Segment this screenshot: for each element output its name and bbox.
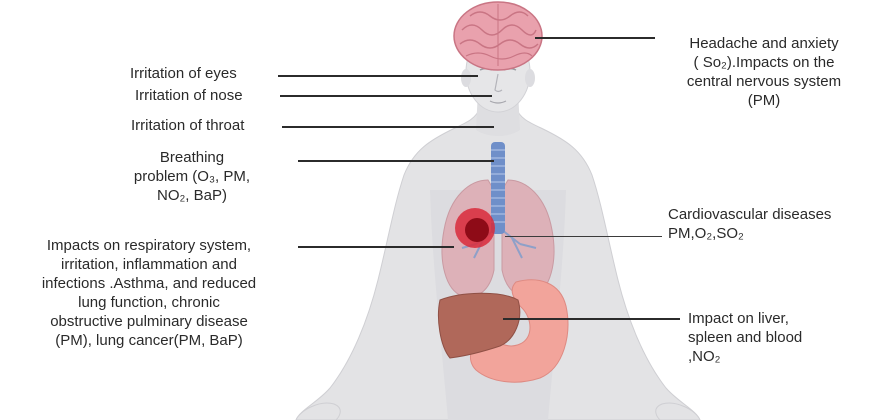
breathing-leader-line [298,160,494,162]
label-liver-impact: Impact on liver, spleen and blood ,NO₂ [688,309,802,366]
eyes-leader-line [278,75,478,77]
breathing-line-2: problem (O₃, PM, [102,167,282,186]
label-breathing-problem: Breathing problem (O₃, PM, NO₂, BaP) [102,148,282,205]
headache-leader-line [535,37,655,39]
liver-leader-line [503,318,680,320]
lung-tumor [455,208,495,248]
right-hand [656,403,700,420]
headache-line-3: central nervous system [654,72,874,91]
respiratory-line-5: obstructive pulminary disease [4,312,294,331]
liver-line-3: ,NO₂ [688,347,802,366]
label-headache-anxiety: Headache and anxiety ( So₂).Impacts on t… [654,34,874,110]
respiratory-line-2: irritation, inflammation and [4,255,294,274]
respiratory-line-3: infections .Asthma, and reduced [4,274,294,293]
breathing-line-1: Breathing [102,148,282,167]
right-ear [525,69,535,87]
respiratory-leader-line [298,246,454,248]
cardio-leader-line [505,236,662,237]
breathing-line-3: NO₂, BaP) [102,186,282,205]
throat-leader-line [282,126,494,128]
label-irritation-nose: Irritation of nose [135,86,243,105]
label-respiratory-impacts: Impacts on respiratory system, irritatio… [4,236,294,350]
respiratory-line-4: lung function, chronic [4,293,294,312]
respiratory-line-6: (PM), lung cancer(PM, BaP) [4,331,294,350]
liver-line-1: Impact on liver, [688,309,802,328]
nose-leader-line [280,95,492,97]
headache-line-4: (PM) [654,91,874,110]
headache-line-2: ( So₂).Impacts on the [654,53,874,72]
left-hand [296,403,340,420]
respiratory-line-1: Impacts on respiratory system, [4,236,294,255]
label-irritation-throat: Irritation of throat [131,116,244,135]
cardio-line-1: Cardiovascular diseases [668,205,831,224]
cardio-line-2: PM,O₂,SO₂ [668,224,831,243]
brain [454,2,542,70]
left-ear [461,69,471,87]
headache-line-1: Headache and anxiety [654,34,874,53]
label-cardiovascular: Cardiovascular diseases PM,O₂,SO₂ [668,205,831,243]
liver-line-2: spleen and blood [688,328,802,347]
label-irritation-eyes: Irritation of eyes [130,64,237,83]
